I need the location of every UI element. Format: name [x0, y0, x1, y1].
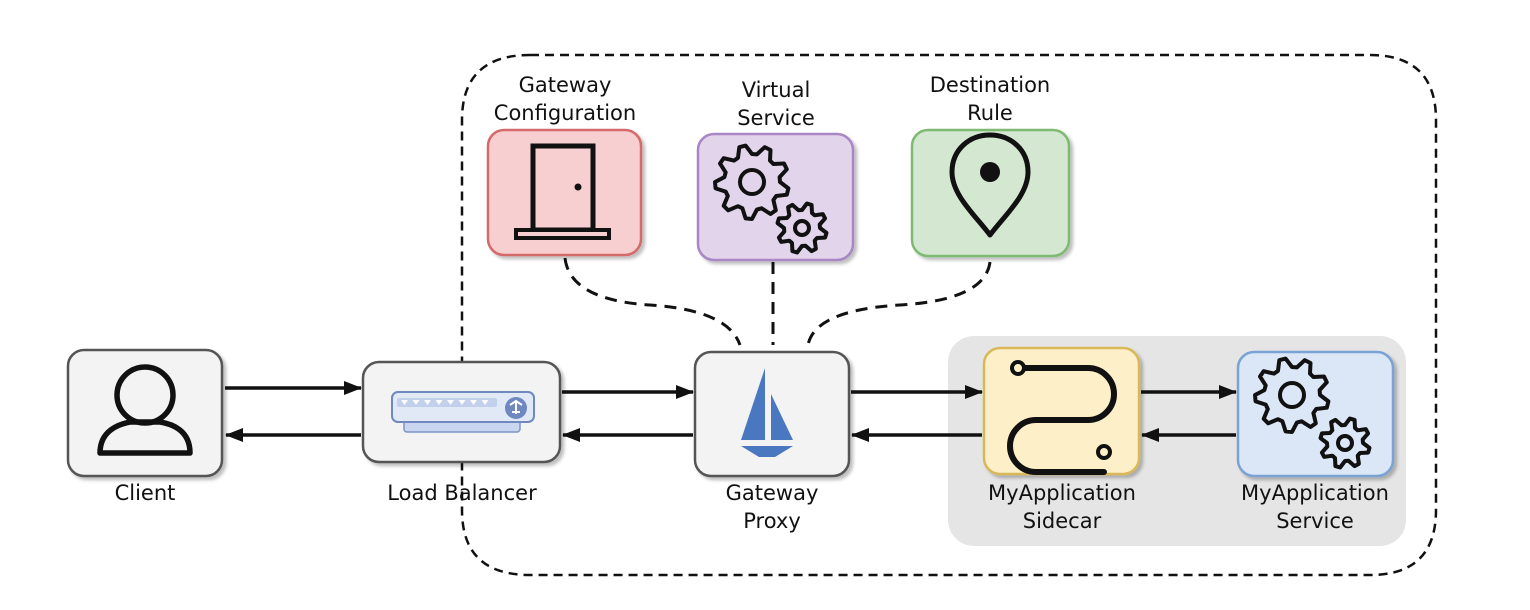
door-icon [514, 143, 611, 240]
sidecar-node[interactable] [982, 346, 1141, 476]
gateway-proxy-label-2: Proxy [743, 509, 801, 533]
config-link-destination-rule [806, 261, 992, 346]
port-indicator [435, 400, 443, 405]
gateway-configuration-label-2: Configuration [494, 101, 636, 125]
gear-hole [1278, 381, 1306, 409]
location-pin-icon [949, 132, 1031, 238]
user-icon [97, 364, 193, 456]
load-balancer-node[interactable] [361, 360, 562, 464]
gateway-configuration-node[interactable] [486, 128, 643, 257]
port-indicator [447, 400, 454, 405]
gateway-configuration-label-1: Gateway [519, 73, 612, 97]
gears-icon [713, 143, 829, 255]
load-balancer-icon [391, 391, 535, 433]
port-indicator [424, 400, 431, 405]
route-icon [1007, 360, 1117, 475]
port-indicator [401, 400, 408, 405]
port-indicator [481, 400, 489, 405]
virtual-service-label-1: Virtual [742, 78, 811, 102]
service-node[interactable] [1236, 350, 1395, 478]
destination-rule-label-1: Destination [930, 73, 1051, 97]
client-node[interactable] [66, 348, 224, 478]
gateway-proxy-node[interactable] [693, 350, 851, 478]
cluster-boundary [460, 53, 1438, 577]
config-link-gateway [563, 257, 742, 346]
gear-hole [1336, 434, 1354, 452]
istio-sail-icon [741, 368, 793, 457]
load-balancer-label: Load Balancer [387, 481, 537, 505]
destination-rule-node[interactable] [910, 128, 1071, 258]
service-label-1: MyApplication [1241, 481, 1389, 505]
port-indicator [412, 400, 420, 405]
gear-hole [738, 168, 766, 196]
gateway-proxy-label-1: Gateway [726, 481, 819, 505]
virtual-service-node[interactable] [696, 132, 855, 262]
destination-rule-label-2: Rule [967, 101, 1013, 125]
service-label-2: Service [1276, 509, 1354, 533]
gears-icon [1253, 356, 1372, 470]
route-end-dot [1096, 444, 1112, 460]
client-label: Client [115, 481, 176, 505]
sidecar-label-1: MyApplication [988, 481, 1136, 505]
sidecar-label-2: Sidecar [1023, 509, 1102, 533]
gear-hole [793, 219, 811, 237]
port-indicator [470, 400, 477, 405]
virtual-service-label-2: Service [737, 106, 815, 130]
port-indicator [458, 400, 466, 405]
